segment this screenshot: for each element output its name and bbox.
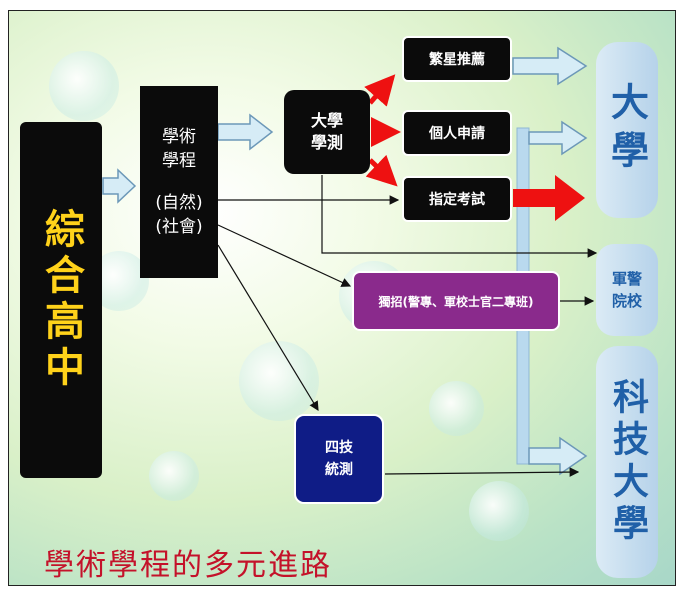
arrow-bar-to-tech xyxy=(528,436,588,476)
dest-university-label: 大學 xyxy=(604,82,649,178)
tech-exam-box: 四技 統測 xyxy=(294,414,384,504)
dest-military-line1: 軍警 xyxy=(611,270,642,288)
exam-line2: 學測 xyxy=(310,133,343,152)
source-box: 綜合高中 xyxy=(20,122,102,478)
program-line1: 學術 xyxy=(162,127,196,147)
bubble-decor xyxy=(49,51,119,121)
line-exam-to-military xyxy=(321,175,598,258)
tech-exam-line2: 統測 xyxy=(325,462,353,478)
line-program-to-tech-exam xyxy=(217,244,319,412)
route-star-box: 繁星推薦 xyxy=(402,36,512,82)
tech-exam-line1: 四技 xyxy=(325,440,353,456)
exam-line1: 大學 xyxy=(310,111,343,130)
arrow-bar-to-university xyxy=(528,120,588,156)
arrow-source-to-program xyxy=(102,168,137,204)
arrow-star-to-university xyxy=(512,46,588,86)
program-line3: (自然) xyxy=(155,193,203,213)
route-designated-label: 指定考試 xyxy=(429,192,485,208)
dest-tech-box: 科技大學 xyxy=(596,346,658,578)
program-box: 學術 學程 (自然) (社會) xyxy=(140,86,218,278)
route-personal-box: 個人申請 xyxy=(402,110,512,156)
red-arrow-to-star xyxy=(364,74,396,107)
route-personal-label: 個人申請 xyxy=(429,126,485,142)
program-line2: 學程 xyxy=(162,151,196,171)
source-label: 綜合高中 xyxy=(38,208,84,392)
route-star-label: 繁星推薦 xyxy=(429,52,485,68)
bubble-decor xyxy=(149,451,199,501)
dest-tech-label: 科技大學 xyxy=(607,378,648,546)
dest-university-box: 大學 xyxy=(596,42,658,218)
line-program-to-special xyxy=(217,224,352,287)
diagram-caption: 學術學程的多元進路 xyxy=(44,548,332,583)
bubble-decor xyxy=(429,381,484,436)
special-admission-box: 獨招(警專、軍校士官二專班) xyxy=(352,271,560,331)
route-designated-box: 指定考試 xyxy=(402,176,512,222)
dest-military-line2: 院校 xyxy=(611,292,642,310)
exam-box: 大學 學測 xyxy=(284,90,370,174)
bubble-decor xyxy=(239,341,319,421)
arrow-program-to-exam xyxy=(217,113,274,151)
red-arrow-to-designated xyxy=(365,154,398,187)
program-line4: (社會) xyxy=(155,217,203,237)
special-admission-label: 獨招(警專、軍校士官二專班) xyxy=(378,294,534,309)
line-tech-exam-to-tech xyxy=(384,467,580,477)
dest-military-box: 軍警 院校 xyxy=(596,244,658,336)
bubble-decor xyxy=(469,481,529,541)
big-red-arrow-to-university xyxy=(513,175,585,221)
